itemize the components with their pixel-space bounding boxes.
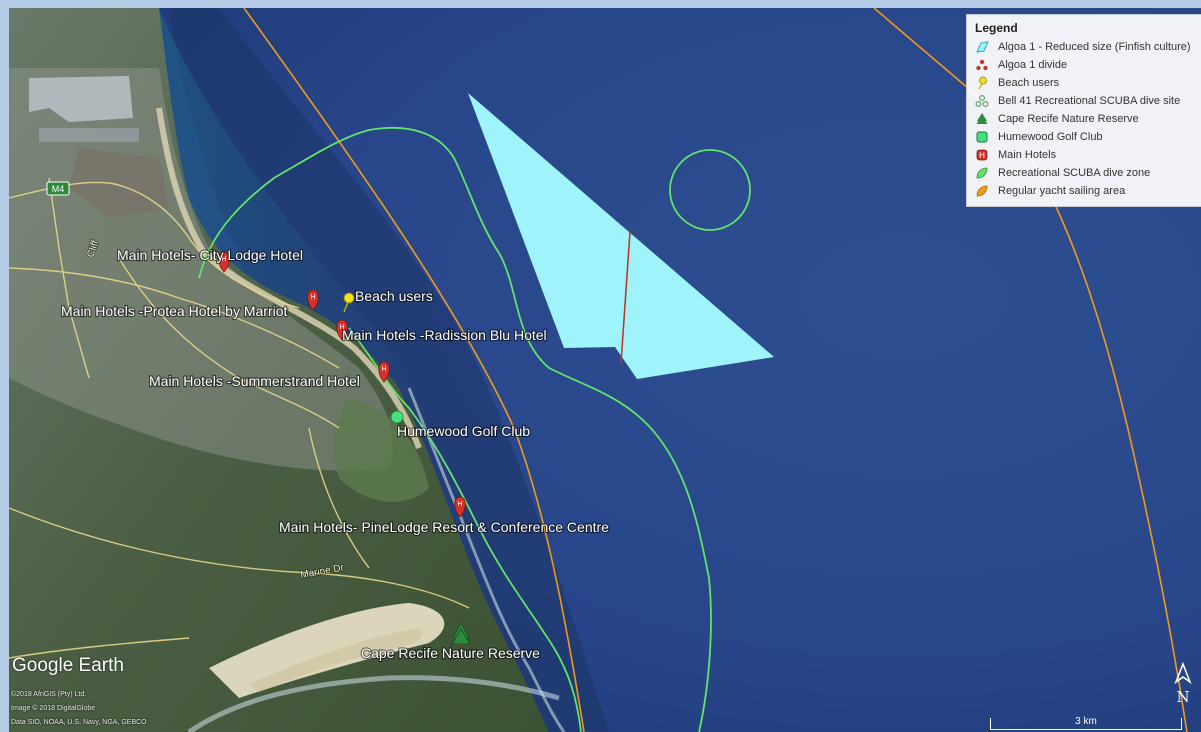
green-square-icon — [975, 130, 989, 144]
harbour-quay — [39, 128, 139, 142]
scuba-dive-zone[interactable] — [198, 126, 712, 732]
legend-item-label: Regular yacht sailing area — [998, 185, 1126, 197]
legend-item-label: Cape Recife Nature Reserve — [998, 113, 1139, 125]
credit-data-sources: Data SIO, NOAA, U.S. Navy, NGA, GEBCO — [11, 719, 147, 726]
golf-course — [333, 398, 429, 502]
legend-item-main-hotels[interactable]: H Main Hotels — [975, 146, 1201, 164]
road-shield-label: M4 — [52, 184, 65, 194]
legend-item-label: Beach users — [998, 77, 1060, 89]
roads — [9, 177, 470, 659]
legend-item-bell-41[interactable]: Bell 41 Recreational SCUBA dive site — [975, 92, 1201, 110]
golf-club-marker-icon[interactable] — [390, 410, 404, 424]
industrial-area — [69, 148, 169, 218]
orange-leaf-icon — [975, 184, 989, 198]
road-shield-icon: M4 — [46, 181, 70, 196]
algoa-1-divide-line[interactable] — [620, 231, 631, 364]
legend-title: Legend — [975, 21, 1018, 35]
svg-text:H: H — [221, 256, 226, 263]
dune-shadow — [249, 628, 424, 692]
green-leaf-icon — [975, 166, 989, 180]
label-cape-recife-nature-reserve[interactable]: Cape Recife Nature Reserve — [360, 644, 541, 662]
svg-text:H: H — [457, 501, 462, 508]
legend-item-yacht-area[interactable]: Regular yacht sailing area — [975, 182, 1201, 200]
yellow-pushpin-icon[interactable] — [343, 292, 355, 313]
yacht-area-boundary-west[interactable] — [243, 8, 585, 732]
legend-item-humewood[interactable]: Humewood Golf Club — [975, 128, 1201, 146]
legend-item-algoa-1-divide[interactable]: Algoa 1 divide — [975, 56, 1201, 74]
bell-41-dive-site[interactable] — [669, 149, 751, 231]
hotel-icon[interactable]: H — [378, 361, 390, 383]
label-summerstrand-hotel[interactable]: Main Hotels -Summerstrand Hotel — [148, 372, 361, 390]
harbour — [29, 76, 133, 122]
label-beach-users[interactable]: Beach users — [354, 287, 434, 305]
label-radisson-blu-hotel[interactable]: Main Hotels -Radission Blu Hotel — [341, 326, 548, 344]
scale-label: 3 km — [1075, 716, 1097, 727]
cyan-polygon-icon — [975, 40, 989, 54]
legend-item-label: Bell 41 Recreational SCUBA dive site — [998, 95, 1181, 107]
legend-panel: Legend Algoa 1 - Reduced size (Finfish c… — [966, 14, 1201, 207]
red-dots-icon — [975, 58, 989, 72]
algoa-1-finfish-polygon[interactable] — [468, 93, 774, 379]
legend-item-label: Algoa 1 - Reduced size (Finfish culture) — [998, 41, 1191, 53]
label-pinelodge-resort[interactable]: Main Hotels- PineLodge Resort & Conferen… — [278, 518, 610, 536]
label-protea-hotel[interactable]: Main Hotels -Protea Hotel by Marriot — [60, 302, 289, 320]
scale-bar-line — [990, 718, 1182, 730]
hotel-icon[interactable]: H — [454, 496, 466, 518]
scale-bar: 3 km — [990, 714, 1182, 730]
southern-coast — [187, 675, 560, 732]
google-earth-logo: Google Earth — [12, 655, 124, 676]
hotel-icon: H — [975, 148, 989, 162]
legend-item-label: Humewood Golf Club — [998, 131, 1103, 143]
legend-item-algoa-1[interactable]: Algoa 1 - Reduced size (Finfish culture) — [975, 38, 1201, 56]
svg-text:H: H — [339, 324, 344, 331]
svg-text:H: H — [381, 366, 386, 373]
hotel-icon[interactable]: H — [336, 319, 348, 341]
label-city-lodge-hotel[interactable]: Main Hotels- City Lodge Hotel — [116, 246, 304, 264]
legend-item-beach-users[interactable]: Beach users — [975, 74, 1201, 92]
tree-icon — [975, 112, 989, 126]
legend-item-label: Algoa 1 divide — [998, 59, 1068, 71]
surf-line — [407, 387, 566, 732]
yellow-pushpin-icon — [975, 76, 989, 90]
hotel-icon[interactable]: H — [218, 251, 230, 273]
legend-item-scuba-zone[interactable]: Recreational SCUBA dive zone — [975, 164, 1201, 182]
legend-item-cape-recife[interactable]: Cape Recife Nature Reserve — [975, 110, 1201, 128]
svg-text:H: H — [310, 294, 315, 301]
scuba-dive-zone-inner[interactable] — [348, 327, 582, 732]
sand-dunes — [209, 603, 445, 698]
legend-item-label: Main Hotels — [998, 149, 1057, 161]
hotel-icon[interactable]: H — [307, 289, 319, 311]
compass-label: N — [1176, 688, 1189, 706]
credit-digitalglobe: Image © 2018 DigitalGlobe — [11, 705, 96, 712]
credit-afrigis: ©2018 AfriGIS (Pty) Ltd. — [11, 691, 87, 698]
compass-north-icon[interactable]: N — [1172, 661, 1194, 708]
label-humewood-golf-club[interactable]: Humewood Golf Club — [396, 422, 531, 440]
tree-icon[interactable] — [451, 622, 471, 648]
legend-item-label: Recreational SCUBA dive zone — [998, 167, 1151, 179]
svg-text:H: H — [979, 151, 985, 160]
green-dots-icon — [975, 94, 989, 108]
